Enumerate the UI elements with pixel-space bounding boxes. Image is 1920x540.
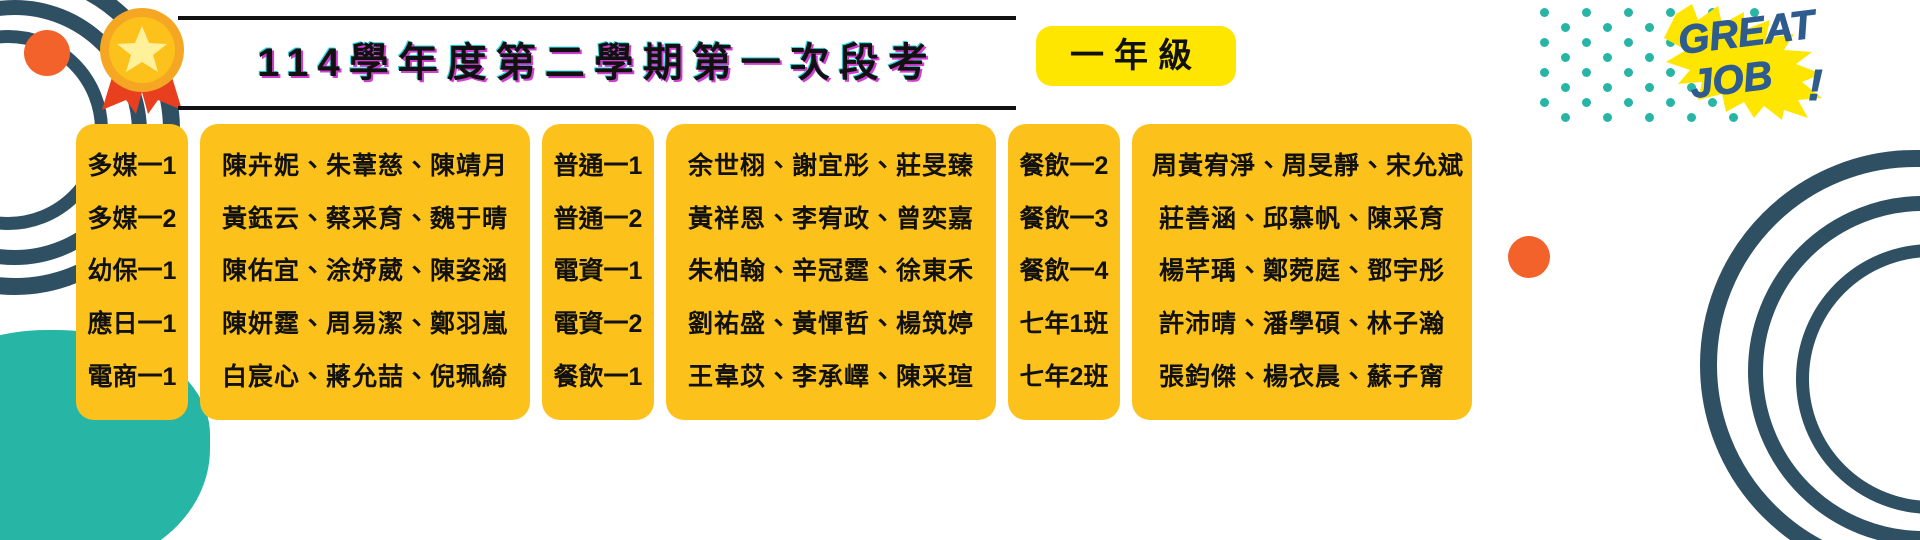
- page-title: 114學年度第二學期第一次段考: [257, 41, 937, 85]
- class-label: 幼保一1: [87, 257, 177, 286]
- class-label: 餐飲一1: [553, 363, 643, 392]
- class-label: 七年1班: [1019, 310, 1109, 339]
- class-label-pill-3: 餐飲一2 餐飲一3 餐飲一4 七年1班 七年2班: [1008, 124, 1120, 420]
- student-names-pill-3: 周黃宥淨、周旻靜、宋允斌 莊善涵、邱慕帆、陳采育 楊芊瑀、鄭菀庭、鄧宇彤 許沛晴…: [1132, 124, 1472, 420]
- class-label-pill-2: 普通一1 普通一2 電資一1 電資一2 餐飲一1: [542, 124, 654, 420]
- student-names-row: 莊善涵、邱慕帆、陳采育: [1158, 204, 1445, 233]
- poster-header: 114學年度第二學期第一次段考 一年級 GREAT JOB !: [0, 0, 1920, 120]
- student-names-row: 黃鈺云、蔡采育、魏于晴: [221, 204, 508, 233]
- class-label: 電商一1: [87, 363, 177, 392]
- student-names-row: 陳妍霆、周易潔、鄭羽嵐: [221, 310, 508, 339]
- student-names-row: 陳卉妮、朱葦慈、陳靖月: [221, 151, 508, 180]
- class-label-pill-1: 多媒一1 多媒一2 幼保一1 應日一1 電商一1: [76, 124, 188, 420]
- roster-column-3: 餐飲一2 餐飲一3 餐飲一4 七年1班 七年2班 周黃宥淨、周旻靜、宋允斌 莊善…: [1008, 124, 1472, 424]
- class-label: 餐飲一2: [1019, 151, 1109, 180]
- class-label: 餐飲一3: [1019, 204, 1109, 233]
- student-names-row: 白宸心、蔣允喆、倪珮綺: [221, 363, 508, 392]
- sticker-line2: JOB: [1688, 53, 1775, 107]
- exam-title-banner: 114學年度第二學期第一次段考: [178, 16, 1016, 110]
- class-label: 電資一2: [553, 310, 643, 339]
- class-label: 七年2班: [1019, 363, 1109, 392]
- student-names-row: 楊芊瑀、鄭菀庭、鄧宇彤: [1158, 257, 1445, 286]
- student-names-row: 王韋苡、李承嶧、陳采瑄: [687, 363, 974, 392]
- student-names-row: 劉祐盛、黃惲哲、楊筑婷: [687, 310, 974, 339]
- student-names-row: 陳佑宜、涂妤葳、陳姿涵: [221, 257, 508, 286]
- medal-star-icon: [96, 6, 188, 114]
- grade-badge: 一年級: [1036, 26, 1236, 86]
- student-names-row: 周黃宥淨、周旻靜、宋允斌: [1152, 151, 1465, 180]
- student-names-row: 余世栩、謝宜彤、莊旻臻: [687, 151, 974, 180]
- class-label: 應日一1: [87, 310, 177, 339]
- sticker-exclaim: !: [1808, 61, 1823, 110]
- great-job-sticker-icon: GREAT JOB !: [1640, 2, 1880, 120]
- class-label: 多媒一1: [87, 151, 177, 180]
- student-names-pill-1: 陳卉妮、朱葦慈、陳靖月 黃鈺云、蔡采育、魏于晴 陳佑宜、涂妤葳、陳姿涵 陳妍霆、…: [200, 124, 530, 420]
- class-label: 電資一1: [553, 257, 643, 286]
- roster-column-1: 多媒一1 多媒一2 幼保一1 應日一1 電商一1 陳卉妮、朱葦慈、陳靖月 黃鈺云…: [76, 124, 530, 424]
- roster-column-2: 普通一1 普通一2 電資一1 電資一2 餐飲一1 余世栩、謝宜彤、莊旻臻 黃祥恩…: [542, 124, 996, 424]
- class-label: 普通一1: [553, 151, 643, 180]
- class-label: 多媒一2: [87, 204, 177, 233]
- student-names-row: 黃祥恩、李宥政、曾奕嘉: [687, 204, 974, 233]
- class-label: 餐飲一4: [1019, 257, 1109, 286]
- student-names-pill-2: 余世栩、謝宜彤、莊旻臻 黃祥恩、李宥政、曾奕嘉 朱柏翰、辛冠霆、徐東禾 劉祐盛、…: [666, 124, 996, 420]
- student-names-row: 許沛晴、潘學碩、林子瀚: [1158, 310, 1445, 339]
- student-names-row: 朱柏翰、辛冠霆、徐東禾: [687, 257, 974, 286]
- class-label: 普通一2: [553, 204, 643, 233]
- class-roster-grid: 多媒一1 多媒一2 幼保一1 應日一1 電商一1 陳卉妮、朱葦慈、陳靖月 黃鈺云…: [76, 124, 1856, 424]
- student-names-row: 張鈞傑、楊衣晨、蘇子甯: [1158, 363, 1445, 392]
